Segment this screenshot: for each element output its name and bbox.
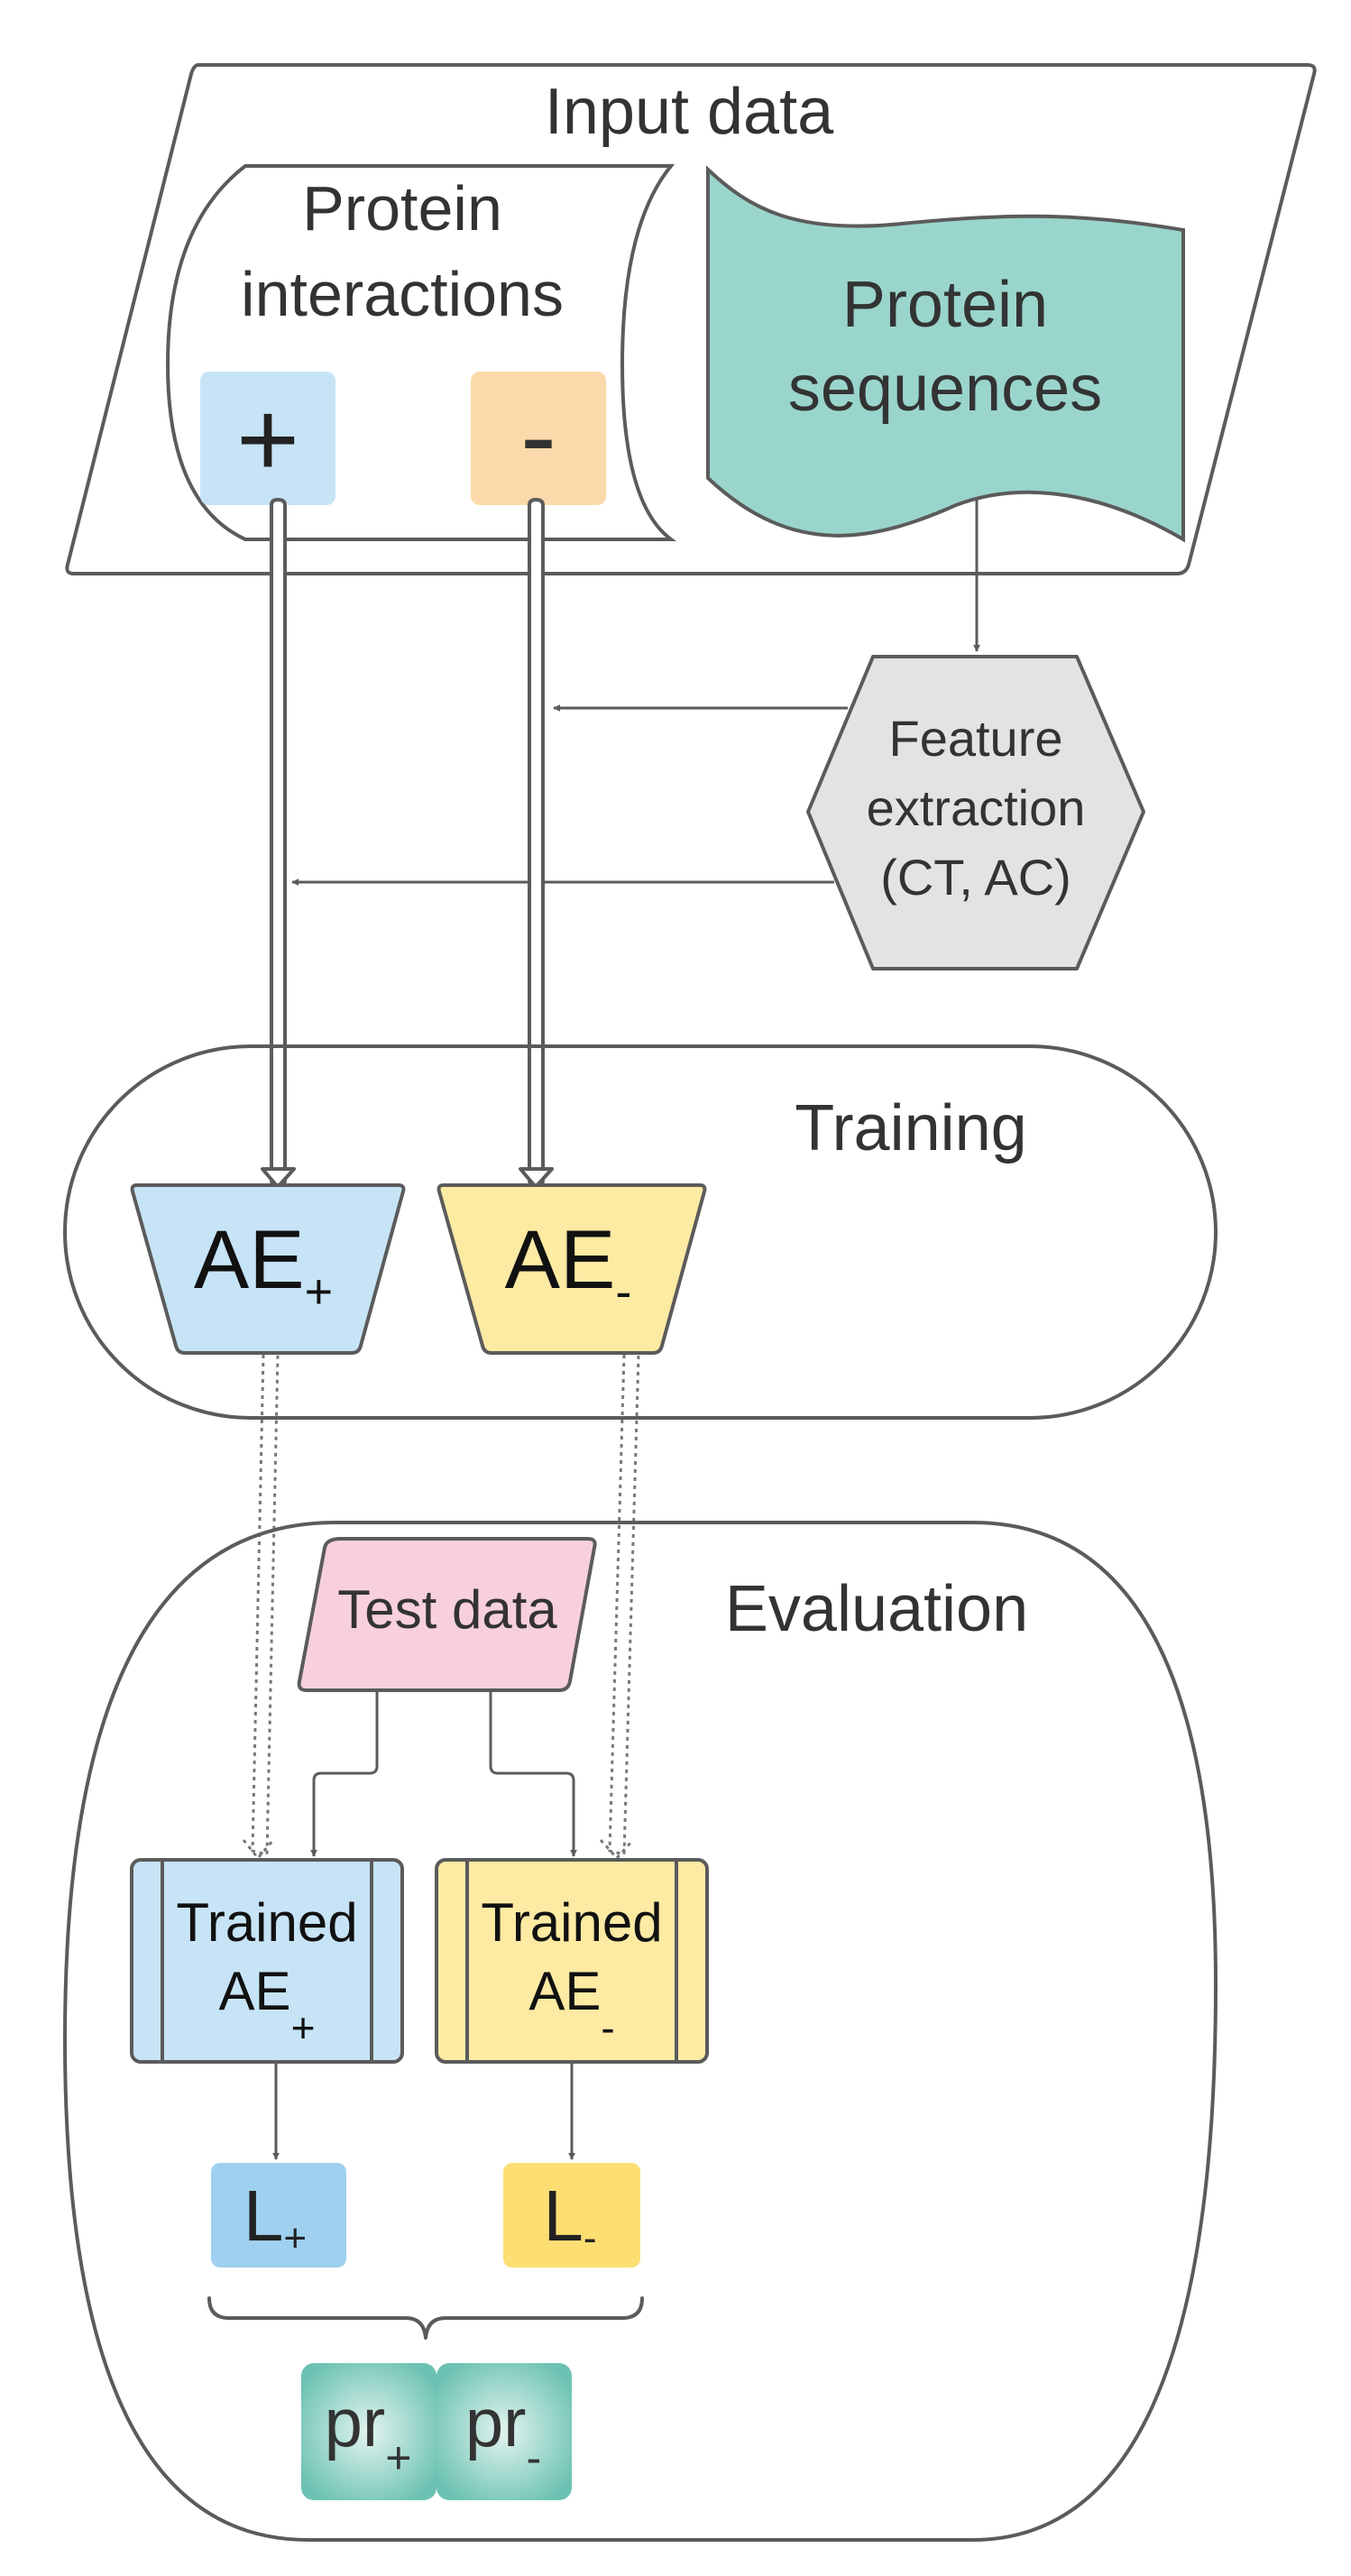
training-region [63, 1044, 1218, 1420]
trained-ae-positive-line-2: AE+ [219, 1961, 316, 2051]
loss-positive-box [211, 2163, 346, 2268]
ae-negative-label: AE- [505, 1214, 632, 1319]
dotted-pipes [242, 1354, 640, 1861]
loss-positive-label: L+ [244, 2176, 307, 2260]
loss-negative-label: L- [543, 2176, 596, 2260]
training-group: Training AE+ AE- [63, 1044, 1218, 1420]
trained-ae-positive-box [130, 1858, 404, 2064]
test-to-trained-neg-arrow [489, 1690, 577, 1857]
positive-dotted-pipe [242, 1354, 280, 1861]
feature-arrows [291, 498, 980, 886]
trained-ae-negative-line-1: Trained [481, 1892, 662, 1953]
evaluation-group: Evaluation Test data Trained AE+ Trained… [62, 1521, 1218, 2542]
feature-extraction-line-2: extraction [867, 779, 1086, 836]
test-data-arrows [310, 1690, 577, 1857]
trained-ae-negative-box [435, 1858, 709, 2064]
evaluation-region [62, 1521, 1218, 2542]
evaluation-title: Evaluation [725, 1573, 1028, 1645]
positive-sign: + [236, 379, 299, 500]
protein-sequences-line-2: sequences [788, 353, 1102, 425]
feature-extraction-line-3: (CT, AC) [880, 849, 1071, 906]
trained-ae-negative-line-2: AE- [528, 1961, 614, 2051]
loss-arrows [272, 2064, 575, 2160]
pr-positive-label: pr+ [325, 2385, 412, 2483]
negative-pipe-head [519, 1167, 554, 1189]
positive-pipe [270, 497, 287, 1187]
combine-brace [207, 2296, 644, 2340]
negative-sign: - [520, 375, 556, 496]
test-data-parallelogram [297, 1537, 597, 1692]
negative-interactions-box [471, 372, 606, 505]
pr-negative-label: pr- [465, 2385, 541, 2483]
protein-interactions-group: Protein interactions + - [165, 164, 677, 541]
positive-pipe-head [261, 1167, 296, 1189]
protein-sequences-group: Protein sequences [706, 165, 1185, 543]
protein-sequences-line-1: Protein [842, 269, 1048, 341]
feature-extraction-group: Feature extraction (CT, AC) [806, 655, 1145, 971]
loss-negative-box [503, 2163, 640, 2268]
pr-positive-box [301, 2363, 437, 2500]
trained-ae-negative: Trained AE- [435, 1858, 709, 2064]
input-data-title: Input data [545, 76, 834, 148]
protein-interactions-title-1: Protein [302, 173, 502, 244]
positive-interactions-box [200, 372, 335, 505]
protein-interactions-title-2: interactions [241, 259, 564, 329]
pr-negative-box [437, 2363, 572, 2500]
ae-positive-label: AE+ [194, 1214, 333, 1319]
feature-extraction-hexagon [806, 655, 1145, 971]
ae-negative-trapezoid [437, 1183, 707, 1355]
test-data-label: Test data [337, 1579, 557, 1640]
negative-pipe [528, 497, 545, 1187]
data-pipes [261, 497, 554, 1189]
protein-sequences-shape [706, 165, 1185, 543]
feature-extraction-line-1: Feature [889, 710, 1063, 767]
training-title: Training [795, 1092, 1026, 1164]
ae-positive-trapezoid [130, 1183, 406, 1355]
negative-dotted-pipe [599, 1354, 640, 1861]
test-to-trained-pos-arrow [310, 1690, 379, 1857]
trained-ae-positive: Trained AE+ [130, 1858, 404, 2064]
trained-ae-positive-line-1: Trained [176, 1892, 357, 1953]
